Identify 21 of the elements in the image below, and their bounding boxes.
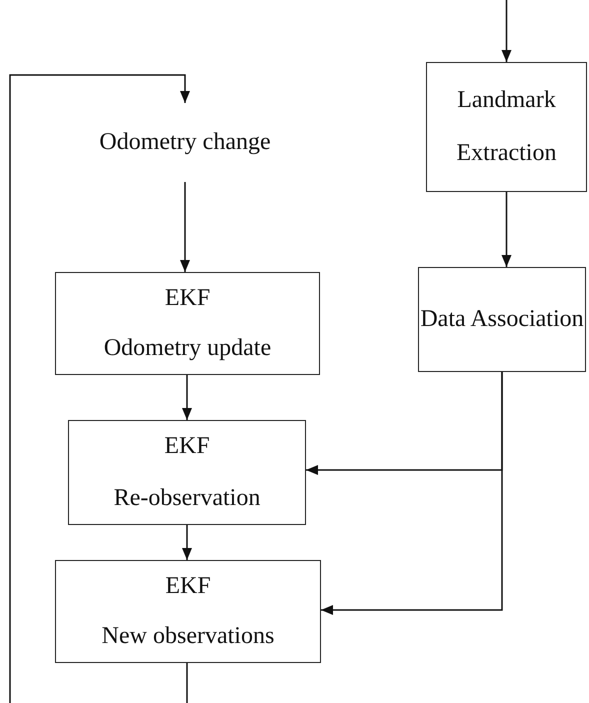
- box-text: Data Association: [420, 305, 584, 334]
- arrow: [182, 375, 192, 420]
- arrow: [321, 372, 503, 615]
- arrow: [182, 525, 192, 560]
- arrow: [180, 182, 190, 272]
- box-heading: EKF: [164, 284, 210, 313]
- box-heading: EKF: [165, 572, 211, 601]
- arrow: [502, 192, 512, 267]
- process-box: [426, 62, 587, 192]
- process-box: [55, 560, 321, 663]
- process-box: [418, 267, 586, 372]
- arrow: [502, 0, 512, 62]
- process-box: [55, 272, 320, 375]
- process-box: [68, 420, 306, 525]
- box-text: Re-observation: [114, 484, 260, 513]
- arrow: [9, 74, 190, 703]
- box-heading: EKF: [164, 432, 210, 462]
- box-text: Odometry update: [104, 334, 272, 364]
- box-text: New observations: [102, 622, 274, 652]
- box-text: Landmark Extraction: [456, 86, 558, 168]
- node-label: Odometry change: [70, 103, 300, 182]
